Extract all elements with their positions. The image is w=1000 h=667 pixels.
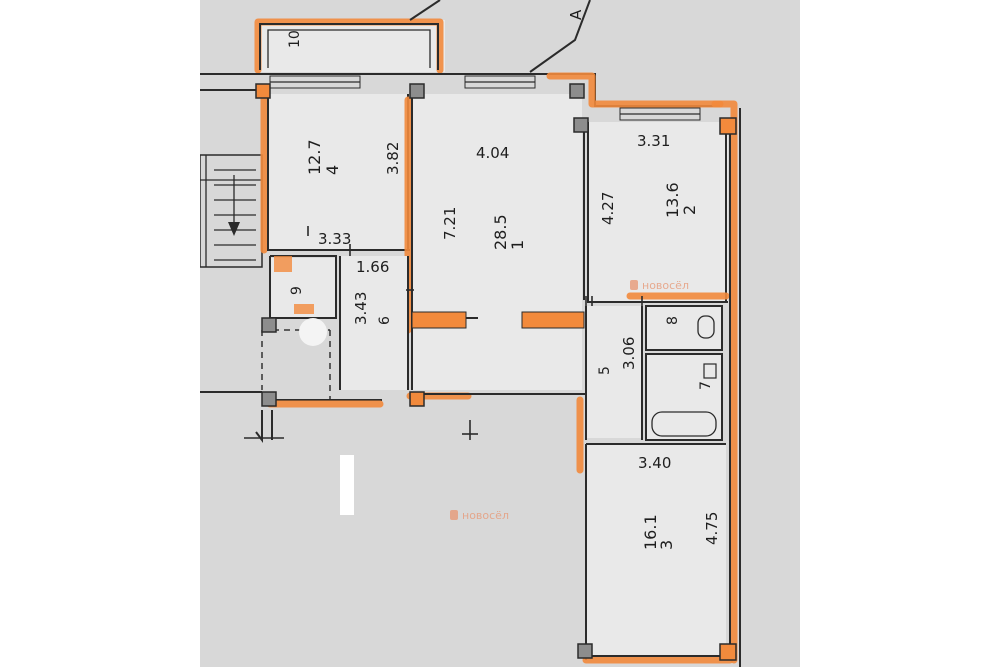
room-6-dim-a: 3.43 <box>352 292 370 325</box>
top-wall <box>200 72 724 121</box>
watermarks: новосёл новосёл <box>450 279 689 522</box>
room-1: 4.04 1 28.5 7.21 <box>404 94 585 390</box>
room-9-number: 9 <box>289 286 305 295</box>
room-7-number: 7 <box>698 381 714 390</box>
room-1-dim-b: 4.04 <box>476 144 509 162</box>
watermark-1: новосёл <box>642 279 689 292</box>
room-2-number: 2 <box>680 205 699 215</box>
room-6-number: 6 <box>377 316 393 325</box>
right-wall <box>711 100 741 667</box>
room-1-dim-a: 7.21 <box>441 207 459 240</box>
room-2-dim-a: 4.27 <box>599 192 617 225</box>
room-5-number: 5 <box>597 366 613 375</box>
room-7: 7 <box>645 353 723 441</box>
room-8-number: 8 <box>665 316 681 325</box>
section-mark-bar <box>340 455 354 515</box>
room-3-dim-b: 3.40 <box>638 454 671 472</box>
watermark-2: новосёл <box>462 509 509 522</box>
room-3-area: 16.1 <box>641 514 660 550</box>
room-1-number: 1 <box>508 240 527 250</box>
floor-plan: 10 А 4 12.7 <box>200 0 741 667</box>
room-4: 4 12.7 3.82 3.33 <box>260 88 410 254</box>
room-4-number: 4 <box>323 165 342 175</box>
room-5-dim-a: 3.06 <box>620 337 638 370</box>
stair-letter: А <box>567 9 585 20</box>
room-1-area: 28.5 <box>491 214 510 250</box>
room-9: 9 <box>269 255 337 319</box>
room-2-area: 13.6 <box>663 182 682 218</box>
room-5: 3.06 5 <box>585 306 643 440</box>
room-8: 8 <box>645 305 723 351</box>
balcony-10: 10 <box>254 18 445 74</box>
room-3: 3.40 4.75 3 16.1 <box>576 396 734 664</box>
room-3-number: 3 <box>657 540 676 550</box>
room-6: 1.66 6 3.43 <box>339 256 409 390</box>
room-10-number: 10 <box>287 30 303 48</box>
marker-dot <box>299 318 327 346</box>
room-2: 3.31 4.27 2 13.6 <box>587 122 730 303</box>
room-3-dim-a: 4.75 <box>703 512 721 545</box>
room-2-dim-b: 3.31 <box>637 132 670 150</box>
room-4-dim-a: 3.82 <box>384 142 402 175</box>
room-4-dim-b: 3.33 <box>318 230 351 248</box>
room-4-area: 12.7 <box>305 139 324 175</box>
columns <box>255 83 737 661</box>
staircase <box>200 154 263 268</box>
room-6-dim-b: 1.66 <box>356 258 389 276</box>
dimension-ticks <box>307 226 643 440</box>
stair-outline: А <box>409 0 591 73</box>
